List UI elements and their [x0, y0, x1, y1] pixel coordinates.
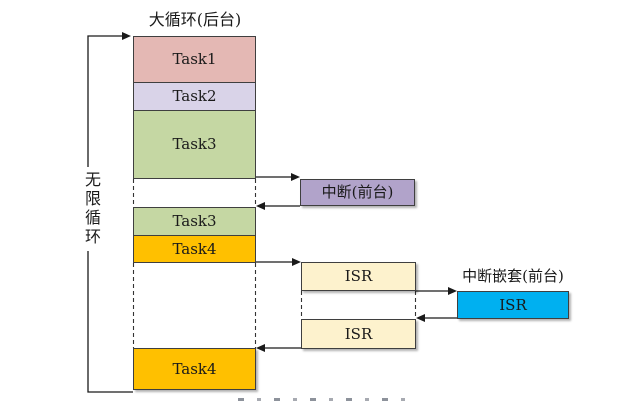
- interrupt-box: 中断(前台): [300, 179, 415, 206]
- arrow-isr-return-to-task4: [256, 344, 301, 352]
- isr-first-label: ISR: [344, 267, 373, 285]
- task3-resumed-box: Task3: [133, 207, 256, 236]
- task2-label: Task2: [172, 87, 217, 105]
- task4-label: Task4: [172, 239, 217, 258]
- task1-box: Task1: [133, 36, 256, 83]
- cropped-caption-fragments: [238, 398, 405, 401]
- task3-box: Task3: [133, 110, 256, 179]
- interrupt-label: 中断(前台): [321, 183, 394, 201]
- task4-resumed-box: Task4: [133, 348, 256, 390]
- arrow-task4-to-isr: [256, 258, 301, 266]
- task1-label: Task1: [172, 50, 217, 68]
- task4-box: Task4: [133, 235, 256, 263]
- isr-first-box: ISR: [301, 262, 416, 291]
- arrow-task3-to-interrupt: [256, 173, 300, 181]
- task3-label: Task3: [172, 135, 217, 153]
- task2-box: Task2: [133, 82, 256, 111]
- isr-second-label: ISR: [344, 324, 373, 343]
- isr-second-box: ISR: [301, 319, 416, 349]
- nested-interrupt-title: 中断嵌套(前台): [462, 267, 564, 285]
- arrow-isr-to-nested-isr: [416, 287, 457, 295]
- nested-isr-box: ISR: [457, 291, 569, 319]
- arrow-interrupt-return: [256, 202, 300, 210]
- infinite-loop-label: 无限循环: [79, 167, 103, 251]
- arrow-nested-isr-return: [416, 314, 457, 322]
- task4-resumed-label: Task4: [172, 359, 217, 378]
- task3-resumed-label: Task3: [172, 212, 217, 230]
- background-loop-title: 大循环(后台): [148, 10, 242, 29]
- nested-isr-label: ISR: [499, 295, 527, 314]
